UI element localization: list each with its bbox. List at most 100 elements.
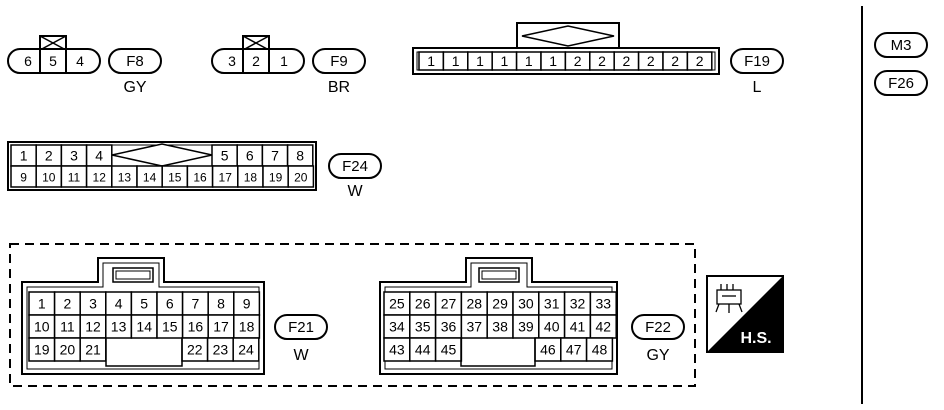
pin-label: 2	[671, 53, 679, 69]
f24-badge	[328, 153, 382, 179]
pin-label: 20	[294, 171, 308, 185]
pin-label: 36	[441, 319, 457, 335]
pin-label: 45	[441, 342, 457, 358]
f8-badge	[108, 48, 162, 74]
pin-label: 6	[246, 148, 254, 164]
pin-label: 29	[492, 296, 508, 312]
f19-lock-diamond	[521, 25, 615, 47]
wire-color-label: W	[347, 183, 363, 200]
f26-badge	[874, 70, 928, 96]
pin-label: 2	[623, 53, 631, 69]
pin-label: 2	[598, 53, 606, 69]
hs-black-triangle	[707, 276, 783, 352]
pin-label: 11	[68, 171, 81, 185]
f9-badge	[312, 48, 366, 74]
pin-label: 2	[252, 53, 260, 69]
pin-label: 2	[45, 148, 53, 164]
pin-label: 11	[60, 319, 75, 335]
side-connector-label: F26	[888, 75, 914, 92]
pin-label: 5	[49, 53, 57, 69]
pin-label: 1	[427, 53, 435, 69]
pin-label: 2	[64, 296, 72, 312]
pin-label: 7	[192, 296, 200, 312]
pin-label: 33	[596, 296, 612, 312]
pin-label: 47	[566, 342, 582, 358]
connector-id-label: F8	[126, 53, 144, 70]
connector-f8: 6 5 4 F8 GY	[7, 35, 162, 96]
pin-label: 4	[76, 53, 84, 69]
harness-connector-icon	[715, 284, 743, 313]
pin-label: 14	[136, 319, 152, 335]
pin-label: 24	[238, 342, 254, 358]
pin-label: 5	[140, 296, 148, 312]
pin-label: 19	[269, 171, 283, 185]
m3-badge	[874, 32, 928, 58]
pin-cell	[232, 337, 260, 362]
pin-label: 1	[501, 53, 509, 69]
pin-label: 35	[415, 319, 431, 335]
pin-label: 15	[168, 171, 182, 185]
pin-label: 2	[696, 53, 704, 69]
pin-label: 38	[492, 319, 508, 335]
f19-badge	[730, 48, 784, 74]
pin-label: 43	[389, 342, 405, 358]
pin-label: 5	[221, 148, 229, 164]
pin-label: 40	[544, 319, 560, 335]
pin-label: 1	[20, 148, 28, 164]
pin-label: 6	[24, 53, 32, 69]
hs-label: H.S.	[740, 330, 771, 347]
pin-label: 10	[34, 319, 50, 335]
pin-label: 12	[93, 171, 107, 185]
f22-lock-tab	[478, 267, 520, 283]
pin-label: 4	[115, 296, 123, 312]
harness-group-box	[9, 243, 696, 387]
pin-label: 13	[118, 171, 132, 185]
hs-symbol: H.S.	[706, 275, 784, 353]
connector-id-label: F22	[645, 319, 671, 336]
pin-label: 21	[85, 342, 101, 358]
f22-badge	[631, 314, 685, 340]
pin-label: 42	[596, 319, 612, 335]
pin-label: 26	[415, 296, 431, 312]
pin-label: 10	[42, 171, 56, 185]
pin-label: 23	[213, 342, 229, 358]
f21-badge	[274, 314, 328, 340]
pin-label: 17	[213, 319, 229, 335]
connector-id-label: F21	[288, 319, 314, 336]
wire-color-label: L	[753, 79, 762, 96]
pin-label: 20	[60, 342, 76, 358]
pin-label: 27	[441, 296, 457, 312]
pin-label: 16	[188, 319, 204, 335]
pin-label: 3	[70, 148, 78, 164]
pin-label: 3	[228, 53, 236, 69]
pin-label: 17	[219, 171, 233, 185]
side-connector-label: M3	[891, 37, 912, 54]
pin-label: 25	[389, 296, 405, 312]
connector-id-label: F24	[342, 158, 368, 175]
connector-id-label: F9	[330, 53, 348, 70]
f21-key-cutout	[105, 338, 183, 367]
wire-color-label: BR	[328, 79, 350, 96]
pin-label: 7	[271, 148, 279, 164]
pin-label: 1	[280, 53, 288, 69]
f22-key-cutout	[460, 338, 536, 367]
pin-label: 22	[187, 342, 203, 358]
pin-label: 32	[570, 296, 586, 312]
pin-label: 12	[85, 319, 101, 335]
pin-label: 9	[243, 296, 251, 312]
pin-label: 1	[525, 53, 533, 69]
pin-label: 44	[415, 342, 431, 358]
pin-label: 48	[592, 342, 608, 358]
pin-label: 2	[647, 53, 655, 69]
pin-cell	[686, 51, 713, 71]
pin-label: 34	[389, 319, 405, 335]
pin-label: 30	[518, 296, 534, 312]
pin-label: 9	[20, 171, 27, 185]
